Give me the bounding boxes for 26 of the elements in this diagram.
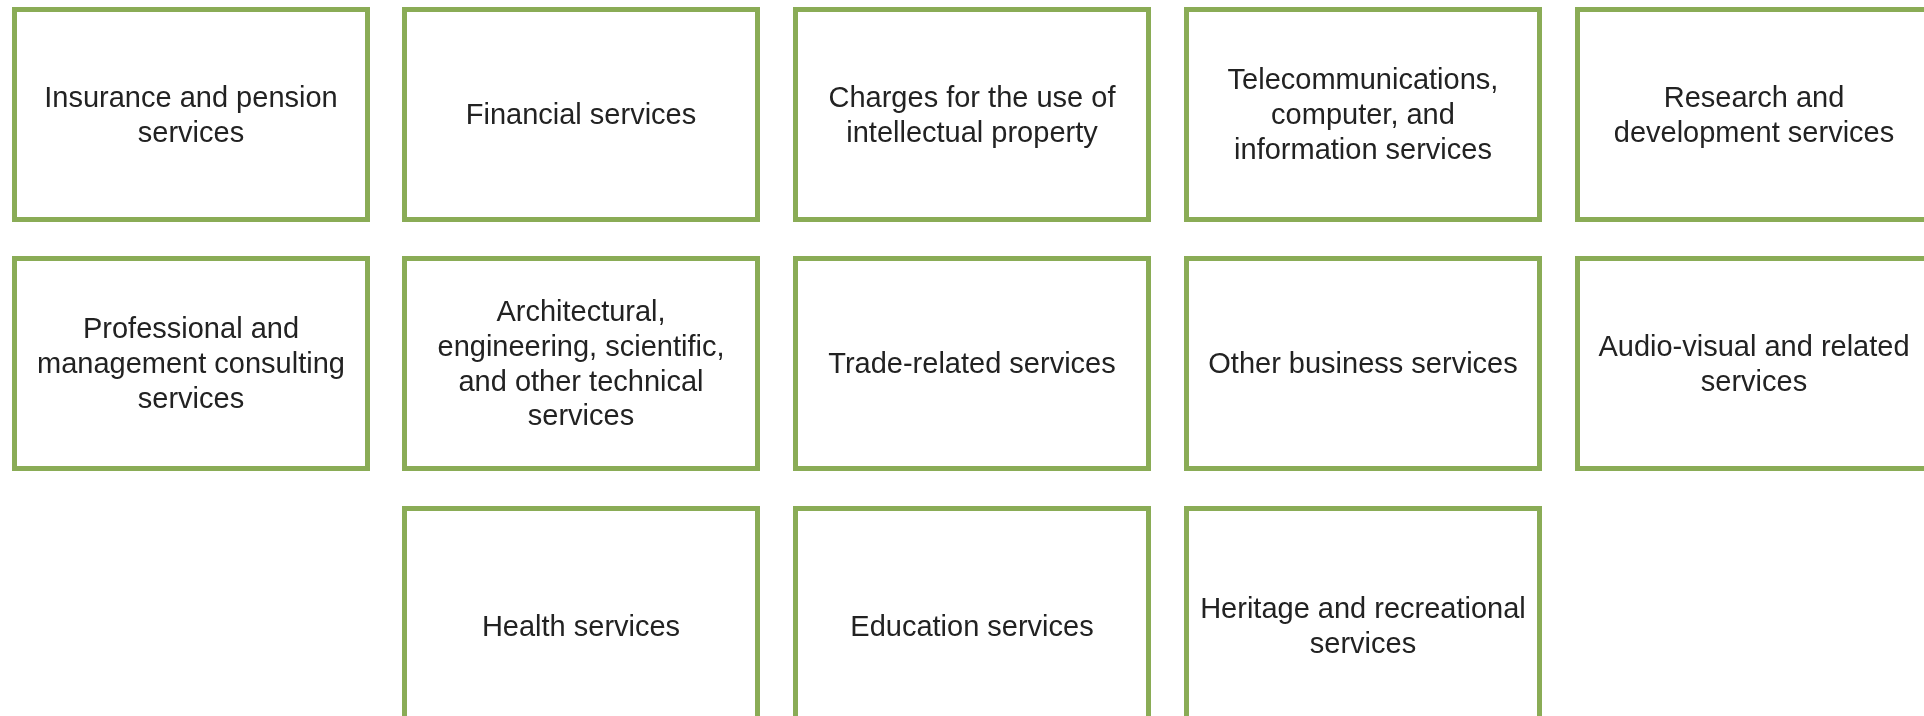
category-box — [793, 506, 1151, 716]
category-label: Architectural, engineering, scientific, and other technical services — [436, 293, 726, 434]
category-box — [793, 256, 1151, 471]
category-box — [1184, 7, 1542, 222]
category-box — [402, 256, 760, 471]
category-label: Insurance and pension services — [43, 79, 339, 150]
category-label: Financial services — [464, 97, 698, 132]
category-box — [12, 7, 370, 222]
category-label: Research and development services — [1612, 79, 1896, 150]
category-box — [402, 506, 760, 716]
category-label: Other business services — [1207, 346, 1519, 381]
category-box — [1575, 256, 1924, 471]
category-label: Professional and management consulting services — [36, 311, 346, 416]
category-label: Telecommunications, computer, and information services — [1226, 62, 1500, 167]
category-label: Health services — [480, 608, 682, 644]
category-label: Education services — [849, 608, 1095, 644]
category-box — [402, 7, 760, 222]
category-box — [1184, 256, 1542, 471]
category-label: Charges for the use of intellectual property — [827, 79, 1117, 150]
category-label: Trade-related services — [827, 346, 1117, 381]
category-label: Audio-visual and related services — [1597, 328, 1911, 399]
category-box — [1575, 7, 1924, 222]
category-box — [793, 7, 1151, 222]
category-label: Heritage and recreational services — [1199, 591, 1527, 661]
category-box — [1184, 506, 1542, 716]
category-box — [12, 256, 370, 471]
